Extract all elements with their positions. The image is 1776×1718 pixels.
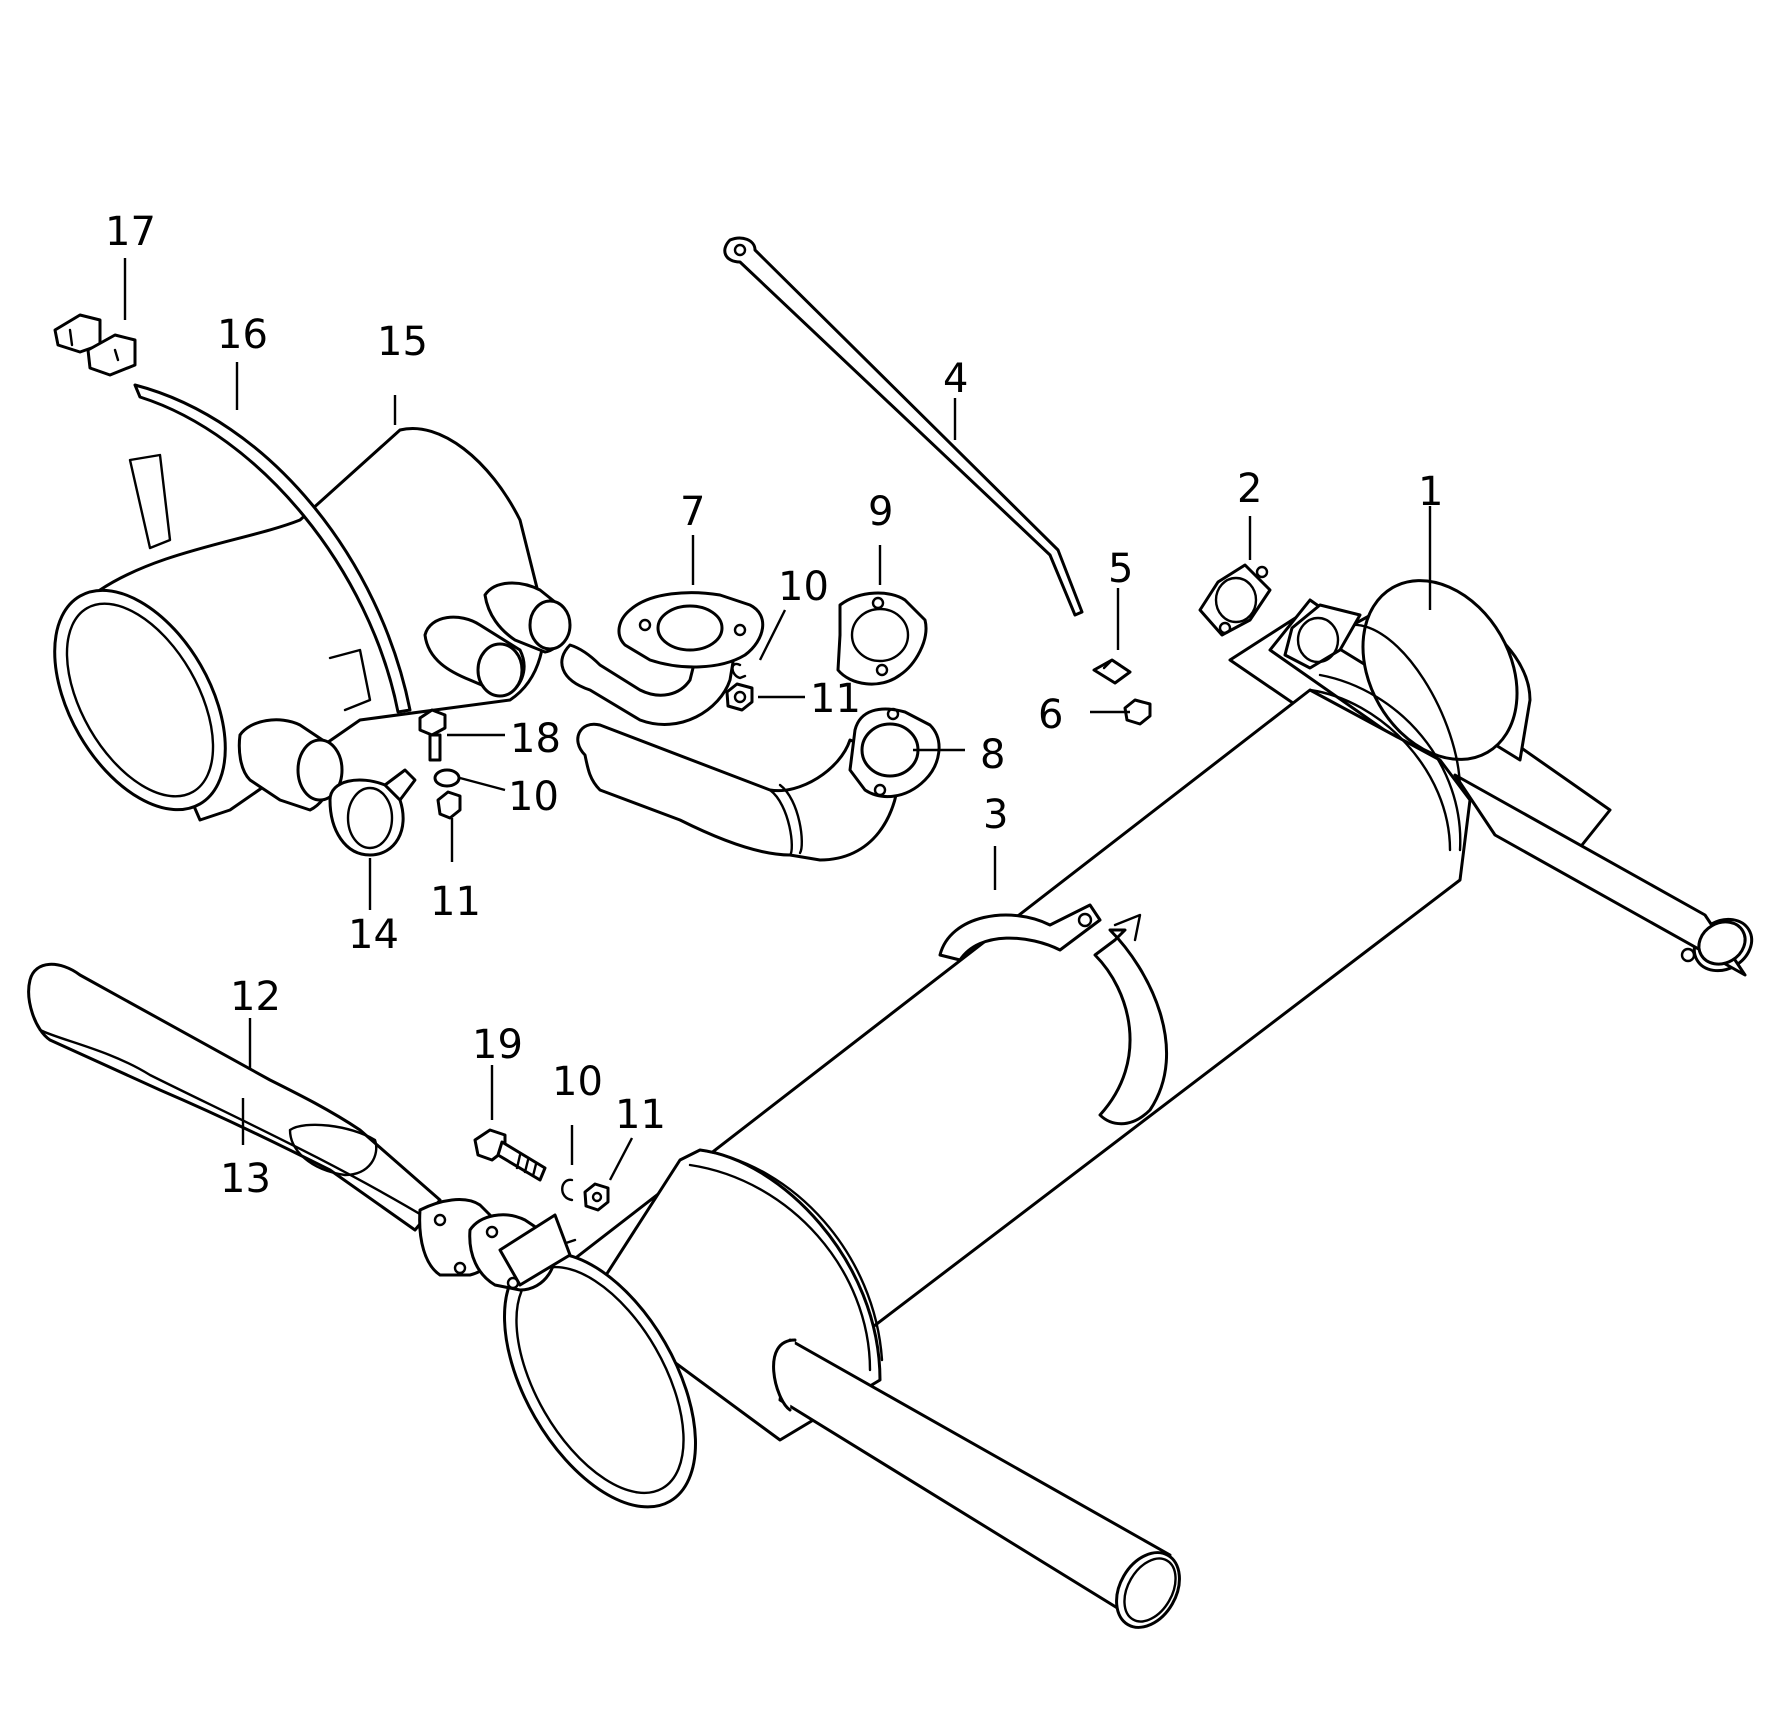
callout-12: 12 <box>230 974 281 1020</box>
callout-4: 4 <box>943 356 968 402</box>
part-10-lock-washer-a <box>731 662 747 680</box>
callout-10-lower: 10 <box>552 1059 603 1105</box>
callout-3: 3 <box>983 792 1008 838</box>
part-11-nut-c <box>583 1182 610 1212</box>
front-silencer <box>503 673 1472 1629</box>
callout-17: 17 <box>105 209 156 255</box>
part-9-gasket <box>836 591 928 686</box>
callout-9: 9 <box>868 489 893 535</box>
part-12-13-heat-exchanger-pipes <box>27 962 572 1292</box>
part-15-heater-box <box>53 427 546 822</box>
callout-10-middle: 10 <box>508 774 559 820</box>
callout-8: 8 <box>980 732 1005 778</box>
callout-11-upper: 11 <box>810 676 861 722</box>
callout-2: 2 <box>1237 466 1262 512</box>
part-17-retainer-clip <box>53 313 137 377</box>
part-10-washer-c <box>561 1178 574 1202</box>
part-10-washer-b <box>433 768 461 788</box>
callout-13: 13 <box>220 1156 271 1202</box>
part-4-support-strap <box>723 236 1084 617</box>
part-6-nut <box>1123 698 1152 726</box>
part-14-pipe-clamp <box>328 768 417 857</box>
part-5-washer <box>1092 658 1132 685</box>
callout-10-upper: 10 <box>778 564 829 610</box>
heater-box-outlet-sleeves <box>237 581 572 812</box>
part-1-flange <box>1283 603 1362 670</box>
callout-18: 18 <box>510 716 561 762</box>
part-18-bolt <box>418 708 447 762</box>
leader-lines <box>123 258 1432 1181</box>
part-7-exhaust-elbow <box>560 591 765 726</box>
callout-labels: 1 2 3 4 5 6 7 8 9 10 11 18 10 11 14 12 1… <box>105 209 1443 1202</box>
part-8-pipe <box>576 707 941 862</box>
part-3-clamp-bands <box>938 903 1168 1126</box>
part-1-rear-silencer <box>1228 579 1754 977</box>
callout-11-middle: 11 <box>430 879 481 925</box>
callout-6: 6 <box>1038 692 1063 738</box>
callout-11-lower: 11 <box>615 1092 666 1138</box>
callout-16: 16 <box>217 312 268 358</box>
part-11-nut-b <box>436 790 462 820</box>
callout-7: 7 <box>680 489 705 535</box>
part-2-gasket <box>1198 563 1272 637</box>
callout-14: 14 <box>348 912 399 958</box>
part-11-nut-a <box>725 682 754 712</box>
part-19-bolt <box>473 1128 547 1182</box>
part-16-clamp-strap <box>133 383 412 714</box>
callout-19: 19 <box>472 1022 523 1068</box>
callout-1: 1 <box>1418 469 1443 515</box>
callout-5: 5 <box>1108 546 1133 592</box>
callout-15: 15 <box>377 319 428 365</box>
